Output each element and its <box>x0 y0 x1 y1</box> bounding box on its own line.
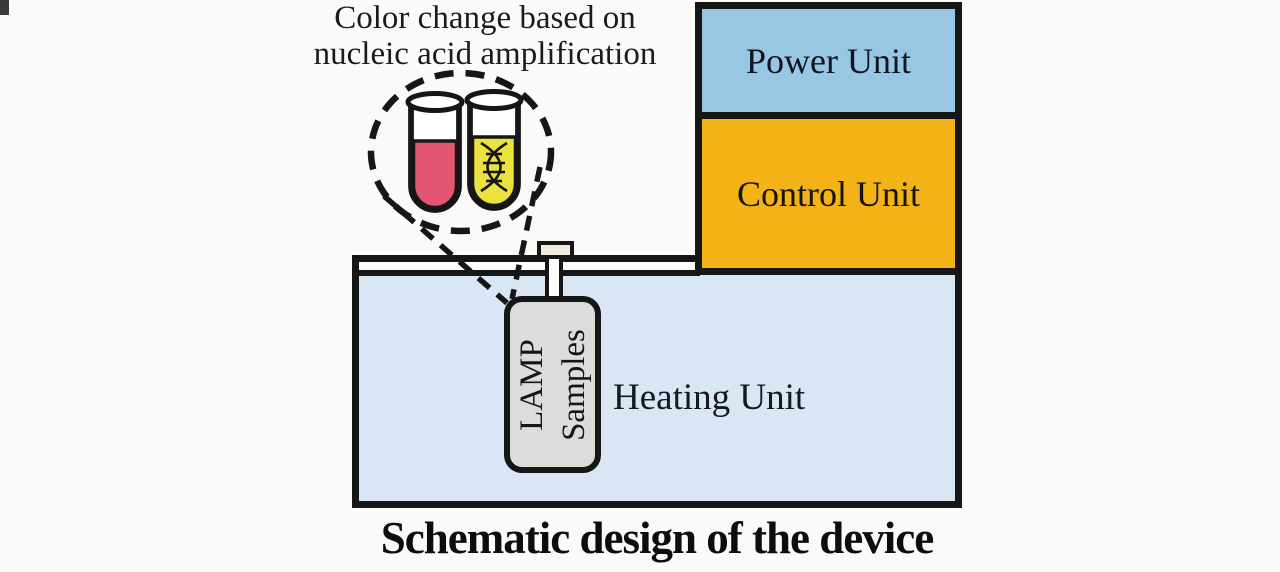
control-unit-label: Control Unit <box>736 173 920 214</box>
dashed-zoom-circle-icon <box>367 69 555 235</box>
test-tube-positive-icon <box>464 89 524 211</box>
power-unit-label: Power Unit <box>746 40 911 81</box>
caption: Schematic design of the device <box>380 513 934 563</box>
sample-tube-cap <box>537 241 574 259</box>
power-unit-box: Power Unit <box>695 2 962 119</box>
sample-tube-neck <box>545 256 563 302</box>
heating-unit-label: Heating Unit <box>613 377 806 418</box>
test-tube-negative-icon <box>405 91 465 213</box>
annotation-line-1: Color change based on <box>334 0 636 36</box>
screenshot-edge-artifact <box>0 0 9 15</box>
lamp-samples-label-line2: Samples <box>555 328 592 441</box>
heating-unit-lid-line <box>359 270 700 276</box>
annotation-text: Color change based on nucleic acid ampli… <box>272 0 698 72</box>
lamp-samples-label-line1: LAMP <box>513 338 550 431</box>
lamp-samples-label: LAMP Samples <box>511 295 595 475</box>
lamp-samples-box: LAMP Samples <box>504 296 601 473</box>
heating-unit-lid-gap <box>359 262 700 270</box>
annotation-line-2: nucleic acid amplification <box>313 36 657 72</box>
dna-helix-icon <box>480 141 508 193</box>
control-unit-box: Control Unit <box>695 112 962 275</box>
